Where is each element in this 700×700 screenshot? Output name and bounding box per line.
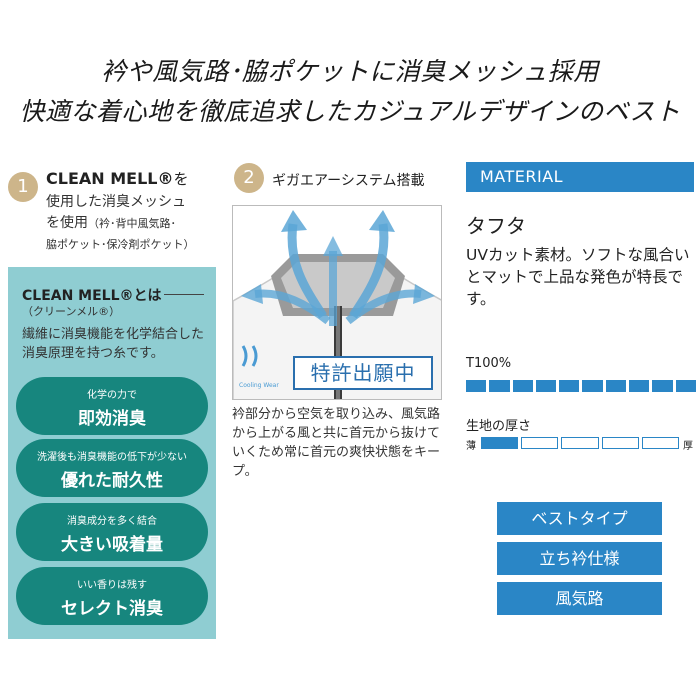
headline-line1: 衿や風気路･脇ポケットに消臭メッシュ採用 [101,57,599,86]
pill-title: 優れた耐久性 [61,471,163,491]
tag-vest-type: ベストタイプ [497,502,662,535]
pill-caption: 洗濯後も消臭機能の低下が少ない [37,452,187,463]
pill-title: セレクト消臭 [61,599,163,619]
feature-pill: 洗濯後も消臭機能の低下が少ない 優れた耐久性 [16,439,208,497]
material-name: タフタ [466,214,526,238]
clean-mell-reading: （クリーンメル®） [22,305,121,318]
thickness-segment [601,437,639,449]
feature1-body-line3: 脇ポケット･保冷剤ポケット） [46,238,195,251]
thickness-scale [481,437,680,449]
composition-segment [582,380,603,392]
composition-segment [535,380,557,392]
pill-caption: 化学の力で [87,390,137,401]
feature1-body-note: （衿･背中風気路･ [88,217,176,230]
composition-segment [559,380,580,392]
clean-mell-description: 繊維に消臭機能を化学結合した消臭原理を持つ糸です。 [22,327,205,361]
thickness-segment [561,437,599,449]
thickness-segment [521,437,559,449]
feature2-title: ギガエアーシステム搭載 [272,173,425,189]
composition-segment [652,380,673,392]
feature1-body: 使用した消臭メッシュ を使用（衿･背中風気路･ 脇ポケット･保冷剤ポケット） [46,192,226,255]
composition-segment [466,380,487,392]
feature1-body-line1: 使用した消臭メッシュ [46,194,186,210]
composition-segment [605,380,627,392]
composition-label: T100% [466,356,512,371]
feature-pill: 化学の力で 即効消臭 [16,377,208,435]
composition-bar [466,380,696,392]
patent-pending-badge: 特許出願中 [293,356,433,390]
material-header: MATERIAL [466,162,694,192]
thickness-segment [641,437,680,449]
headline-line2: 快適な着心地を徹底追求したカジュアルデザインのベスト [19,97,681,126]
feature2-body: 衿部分から空気を取り込み、風気路から上がる風と共に首元から抜けていくため常に首元… [232,407,441,479]
composition-segment [675,380,696,392]
feature-pill: 消臭成分を多く結合 大きい吸着量 [16,503,208,561]
feature1-title: CLEAN MELL®を [46,168,188,189]
feature2-number-badge: 2 [234,163,264,193]
pill-title: 即効消臭 [78,409,146,429]
feature1-body-line2: を使用（衿･背中風気路･ [46,215,176,231]
material-description: UVカット素材。ソフトな風合いとマットで上品な発色が特長です。 [466,246,690,308]
feature1-title-suffix: を [173,170,189,188]
pill-caption: 消臭成分を多く結合 [67,516,157,527]
collar-airflow-illustration: Cooling Wear 特許出願中 [232,205,442,400]
clean-mell-info-box: CLEAN MELL®とは （クリーンメル®） 繊維に消臭機能を化学結合した消臭… [8,267,216,639]
clean-mell-heading: CLEAN MELL®とは [22,288,162,304]
composition-segment [512,380,533,392]
feature1-number-badge: 1 [8,172,38,202]
pill-title: 大きい吸着量 [61,535,163,555]
pill-caption: いい香りは残す [77,580,147,591]
tag-air-duct: 風気路 [497,582,662,615]
composition-segment [629,380,650,392]
heading-rule [164,294,204,295]
tag-stand-collar: 立ち衿仕様 [497,542,662,575]
composition-segment [489,380,510,392]
feature-pill: いい香りは残す セレクト消臭 [16,567,208,625]
cooling-wear-caption: Cooling Wear [239,382,279,389]
collar-airflow-graphic [233,210,441,399]
thickness-label: 生地の厚さ [466,419,532,434]
thickness-thin-label: 薄 [466,441,476,452]
thickness-segment [481,437,519,449]
feature1-brand: CLEAN MELL® [46,169,174,188]
thickness-thick-label: 厚 [683,441,693,452]
